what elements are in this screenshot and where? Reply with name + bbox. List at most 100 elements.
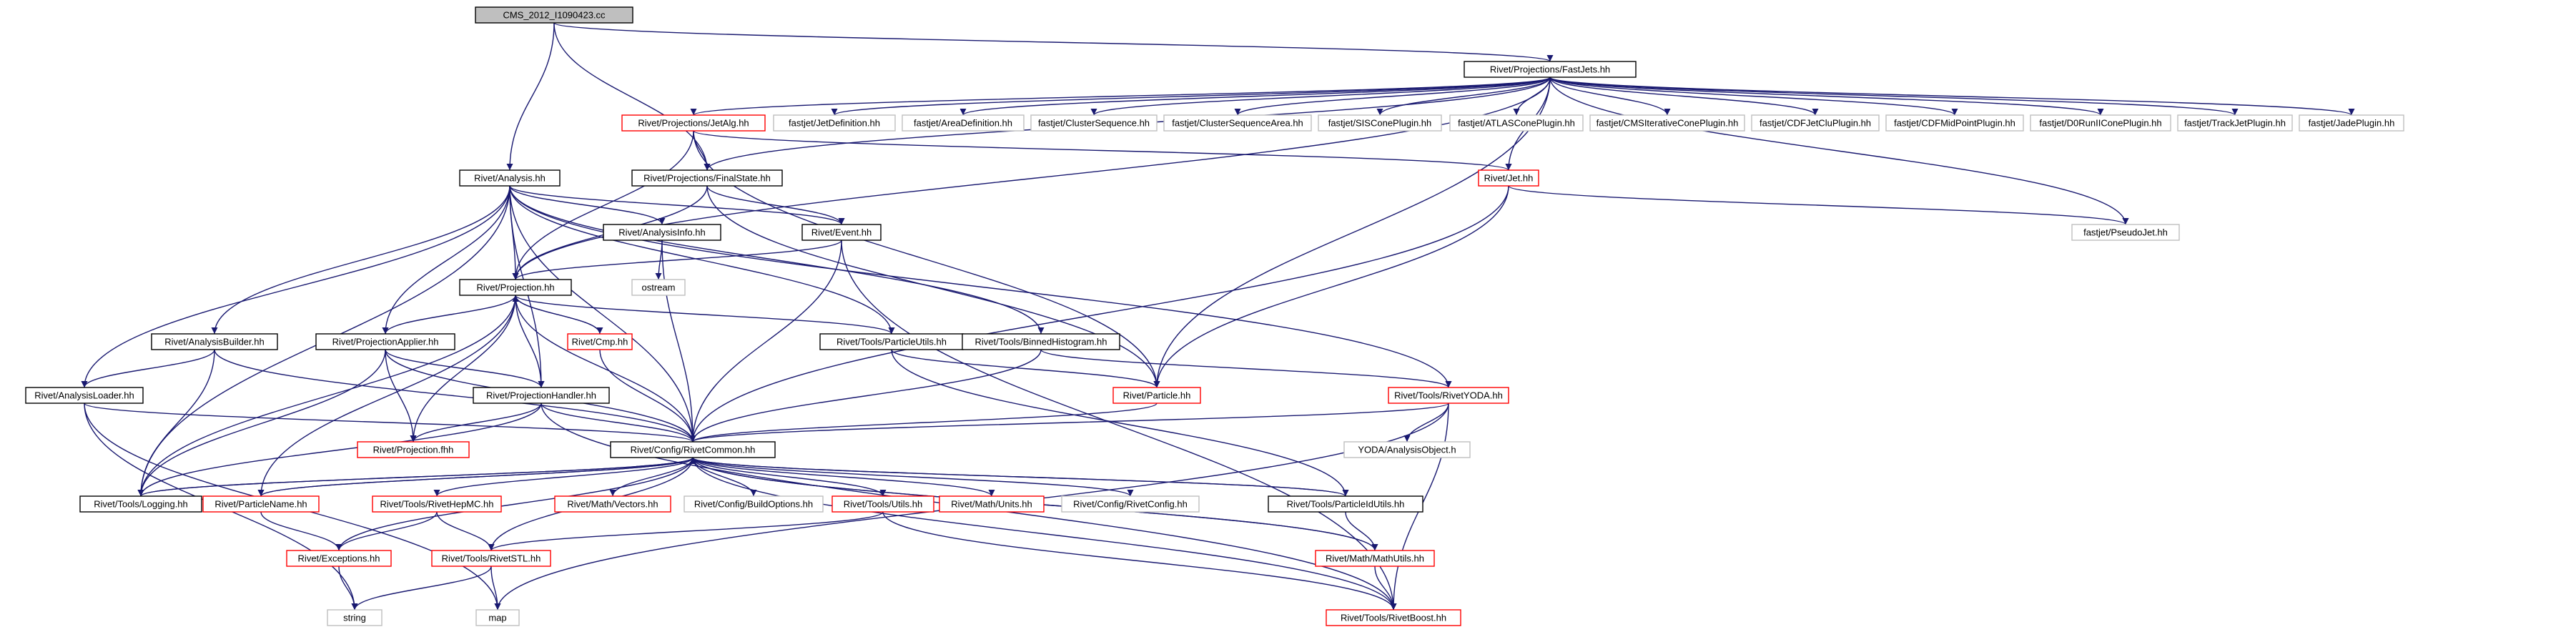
edge-projapplier-to-logging [137,349,386,497]
edge-particlename-to-exceptions [260,511,342,551]
edge-utils-to-rivetstl [488,511,884,551]
node-label-projection: Rivet/Projection.hh [476,282,554,293]
node-box-logging [79,495,202,513]
node-binnedhisto[interactable]: Rivet/Tools/BinnedHistogram.hh [962,333,1120,350]
node-box-analysisinfo [603,224,721,241]
node-particleutils[interactable]: Rivet/Tools/ParticleUtils.hh [819,333,964,350]
node-logging[interactable]: Rivet/Tools/Logging.hh [79,495,202,513]
edge-fastjets-to-clusterseqarea [1234,76,1551,116]
edge-analysis-to-rivetcommon [509,185,696,443]
node-yodaobj: YODA/AnalysisObject.h [1343,441,1471,458]
node-vectors[interactable]: Rivet/Math/Vectors.hh [554,495,671,513]
node-projection[interactable]: Rivet/Projection.hh [459,279,572,296]
node-clusterseqarea: fastjet/ClusterSequenceArea.hh [1163,114,1312,132]
node-cmp[interactable]: Rivet/Cmp.hh [567,333,633,350]
node-box-atlascone [1449,114,1584,132]
node-box-jade [2299,114,2404,132]
edge-analysis-to-projapplier [382,185,510,335]
node-label-ostream: ostream [642,282,676,293]
node-analysisbuilder[interactable]: Rivet/AnalysisBuilder.hh [151,333,278,350]
edge-jet-to-particle [1153,185,1509,388]
node-label-mathutils: Rivet/Math/MathUtils.hh [1326,553,1424,564]
node-analysisinfo[interactable]: Rivet/AnalysisInfo.hh [603,224,721,241]
edge-fastjets-to-jetalg [690,76,1551,116]
node-ostream: ostream [631,279,686,296]
node-analysisloader[interactable]: Rivet/AnalysisLoader.hh [25,387,144,404]
node-projapplier[interactable]: Rivet/ProjectionApplier.hh [315,333,455,350]
node-rivetcommon[interactable]: Rivet/Config/RivetCommon.hh [610,441,776,458]
node-utils[interactable]: Rivet/Tools/Utils.hh [831,495,934,513]
edge-fastjets-to-particle [1153,76,1551,388]
node-buildoptions: Rivet/Config/BuildOptions.hh [684,495,824,513]
node-rivethepmc[interactable]: Rivet/Tools/RivetHepMC.hh [372,495,502,513]
edge-rivetcommon-to-utils [692,457,887,497]
node-fastjets[interactable]: Rivet/Projections/FastJets.hh [1464,61,1637,78]
node-map: map [475,609,520,626]
node-mathutils[interactable]: Rivet/Math/MathUtils.hh [1315,550,1435,567]
node-units[interactable]: Rivet/Math/Units.hh [939,495,1045,513]
edge-particle-to-rivetcommon [689,403,1158,443]
node-box-binnedhisto [962,333,1120,350]
edge-fastjets-to-trackjet [1549,76,2239,116]
node-label-jetalg: Rivet/Projections/JetAlg.hh [638,118,749,129]
node-projfhh[interactable]: Rivet/Projection.fhh [357,441,470,458]
node-label-particleutils: Rivet/Tools/ParticleUtils.hh [837,337,947,347]
node-analysis[interactable]: Rivet/Analysis.hh [459,169,561,187]
node-box-rivethepmc [372,495,502,513]
node-jetalg[interactable]: Rivet/Projections/JetAlg.hh [621,114,766,132]
node-box-projection [459,279,572,296]
node-box-fastjets [1464,61,1637,78]
edge-analysisinfo-to-ostream [655,240,663,280]
node-box-exceptions [286,550,392,567]
node-label-trackjet: fastjet/TrackJetPlugin.hh [2184,118,2286,129]
node-exceptions[interactable]: Rivet/Exceptions.hh [286,550,392,567]
edge-analysisbuilder-to-rivetcommon [214,349,696,443]
node-jade: fastjet/JadePlugin.hh [2299,114,2404,132]
edge-projection-to-projapplier [382,295,516,335]
node-label-analysisbuilder: Rivet/AnalysisBuilder.hh [164,337,264,347]
node-label-cmp: Rivet/Cmp.hh [572,337,628,347]
node-jet[interactable]: Rivet/Jet.hh [1478,169,1539,187]
node-label-cdfmidpoint: fastjet/CDFMidPointPlugin.hh [1894,118,2015,129]
node-particleidutils[interactable]: Rivet/Tools/ParticleIdUtils.hh [1268,495,1423,513]
node-label-atlascone: fastjet/ATLASConePlugin.hh [1458,118,1575,129]
node-root[interactable]: CMS_2012_I1090423.cc [475,6,633,24]
node-rivetstl[interactable]: Rivet/Tools/RivetSTL.hh [431,550,551,567]
node-box-utils [831,495,934,513]
node-label-rivetstl: Rivet/Tools/RivetSTL.hh [442,553,541,564]
node-string: string [327,609,383,626]
node-label-exceptions: Rivet/Exceptions.hh [298,553,380,564]
node-label-root: CMS_2012_I1090423.cc [503,10,606,21]
node-label-d0runii: fastjet/D0RunIIConePlugin.hh [2039,118,2161,129]
node-event[interactable]: Rivet/Event.hh [801,224,882,241]
edge-binnedhisto-to-rivetyoda [1040,349,1452,388]
node-box-ostream [631,279,686,296]
edge-projection-to-particlename [257,295,516,497]
edge-projection-to-particleutils [515,295,895,335]
node-box-rivetstl [431,550,551,567]
node-box-analysisbuilder [151,333,278,350]
node-box-mathutils [1315,550,1435,567]
node-projhandler[interactable]: Rivet/ProjectionHandler.hh [473,387,610,404]
edge-analysis-to-event [509,185,845,225]
node-particle[interactable]: Rivet/Particle.hh [1112,387,1201,404]
edge-projhandler-to-logging [137,403,542,497]
node-rivetboost[interactable]: Rivet/Tools/RivetBoost.hh [1326,609,1461,626]
node-rivetyoda[interactable]: Rivet/Tools/RivetYODA.hh [1388,387,1509,404]
node-box-string [327,609,383,626]
node-label-rivetboost: Rivet/Tools/RivetBoost.hh [1341,613,1446,623]
edge-fastjets-to-jade [1549,76,2355,116]
node-box-trackjet [2177,114,2293,132]
edge-analysis-to-analysisloader [81,185,510,388]
edge-cmp-to-rivetcommon [599,349,696,443]
edge-particleidutils-to-mathutils [1345,511,1378,551]
edge-particleutils-to-particle [891,349,1160,388]
edge-rivetcommon-to-exceptions [335,457,694,551]
node-label-particlename: Rivet/ParticleName.hh [214,499,307,510]
node-label-projapplier: Rivet/ProjectionApplier.hh [332,337,439,347]
node-box-cmp [567,333,633,350]
node-particlename[interactable]: Rivet/ParticleName.hh [202,495,320,513]
edge-jet-to-rivetcommon [689,185,1509,443]
edge-analysis-to-analysisinfo [509,185,666,225]
node-finalstate[interactable]: Rivet/Projections/FinalState.hh [631,169,783,187]
